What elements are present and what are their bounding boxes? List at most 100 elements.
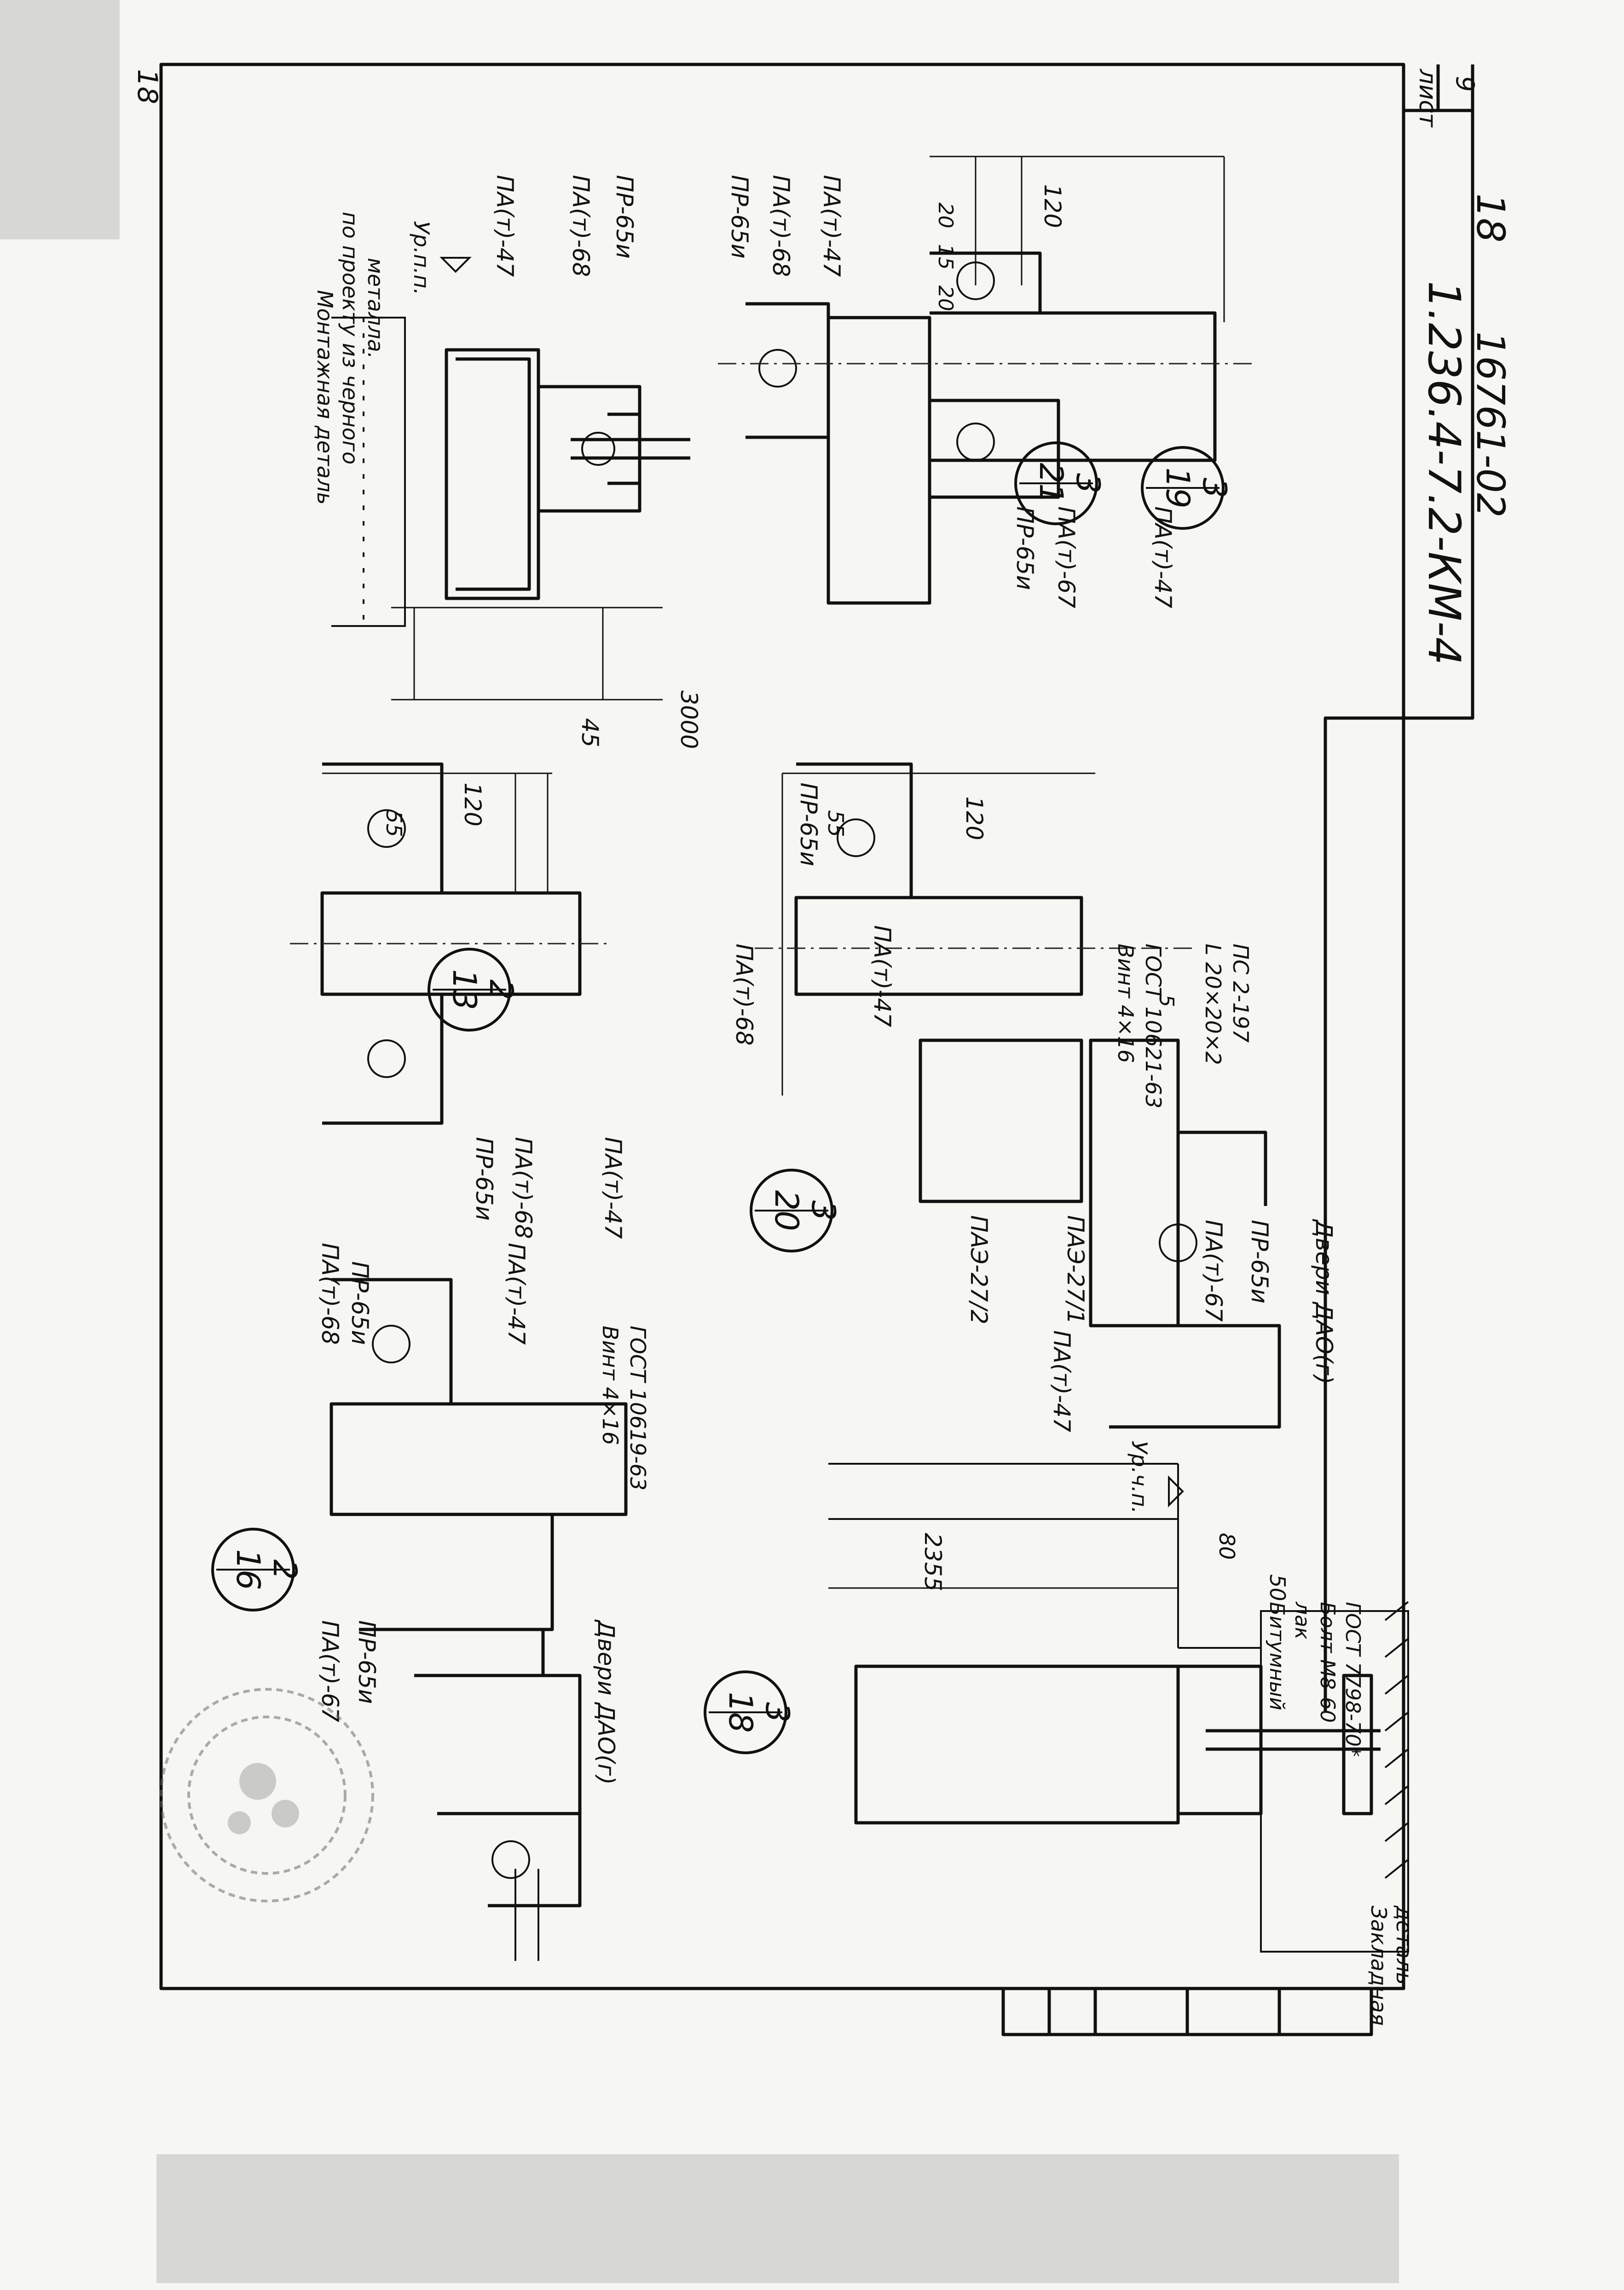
label-door-n20: Двери ДАО(г) [1311, 1219, 1337, 1384]
label-pa68-n16: ПА(т)-68 [317, 1243, 343, 1345]
anchor-bolt [1206, 1729, 1381, 1751]
dimension-lines [781, 772, 1095, 1096]
label-mounting-detail-1: Монтажная деталь [312, 290, 337, 505]
node-number: 13 [445, 969, 483, 1010]
dim-120-n21: 120 [1039, 184, 1066, 228]
node-bubble [750, 1169, 833, 1252]
profile-pa68-lower [322, 992, 444, 1125]
label-gost-1619: ГОСТ 10619-63 [625, 1326, 650, 1490]
label-pa47-n13: ПА(т)-47 [600, 1137, 626, 1239]
node-sheet: 2 [482, 980, 520, 1000]
label-pa68-n13: ПА(т)-68 [510, 1137, 537, 1239]
sheet-designation: 1.236.4-7.2-КМ-4 [1418, 281, 1470, 665]
label-pr65-n20b: ПР-65и [1246, 1220, 1273, 1304]
label-mounting-detail-3: металла. [363, 258, 388, 359]
label-angle: L 20×20×2 [1201, 944, 1225, 1065]
dim-50: 50 [1265, 1574, 1290, 1601]
dim-15: 15 [934, 244, 957, 270]
glass-edge [571, 438, 690, 460]
label-pa67-n16: ПА(т)-67 [317, 1620, 343, 1722]
door-frame [1109, 1324, 1281, 1429]
label-pr65-n13: ПР-65и [471, 1137, 497, 1221]
glass-edge [828, 1463, 1178, 1520]
node-18-3: 18 3 [704, 1463, 1409, 1953]
dim-45: 45 [577, 718, 603, 748]
door-glazing [488, 1812, 582, 1907]
seal-profile [367, 1039, 406, 1078]
label-pr65-n21a: ПР-65и [726, 175, 753, 259]
profile-pa47 [320, 891, 582, 996]
level-mark [439, 257, 472, 273]
dim-20-a: 20 [934, 203, 957, 228]
label-pr65-n16a: ПР-65и [347, 1261, 373, 1345]
label-pa47-n19: ПА(т)-47 [491, 175, 518, 277]
list-number: 9 [1451, 76, 1480, 92]
profile-pa47 [329, 1402, 628, 1516]
node-20-3: 20 3 [750, 762, 1281, 1429]
label-pa47-n20a: ПА(т)-47 [869, 925, 896, 1027]
seal-profile [758, 349, 797, 388]
node-16-2: 16 2 [211, 1278, 628, 1961]
dim-2355: 2355 [919, 1533, 946, 1591]
dimension-lines [930, 156, 1225, 322]
dim-20-b: 20 [934, 285, 957, 311]
node-bubble [1141, 446, 1225, 530]
scan-shadow [0, 0, 120, 239]
label-pr65-n16b: ПР-65и [353, 1620, 380, 1704]
node-number: 18 [722, 1692, 759, 1733]
label-screw-1063: Винт 4×16 [1113, 944, 1138, 1063]
label-level-upp: Ур.п.п. [409, 221, 434, 295]
node-number: 19 [1159, 467, 1196, 508]
node-sheet: 2 [266, 1560, 304, 1580]
seal-profile [372, 1325, 410, 1363]
list-label: лист [1414, 69, 1441, 128]
glass-edge [514, 1869, 539, 1961]
profile-clip [930, 251, 1042, 313]
profile-pa67 [930, 399, 1060, 499]
label-pa68-n21: ПА(т)-68 [768, 175, 794, 277]
faded-stamp [160, 1688, 374, 1902]
label-pae271: ПАЭ-27/1 [1062, 1215, 1089, 1324]
dim-5: 5 [1155, 994, 1178, 1007]
node-bubble [704, 1670, 787, 1754]
label-pae272: ПАЭ-27/2 [965, 1215, 992, 1324]
label-gost-1063: ГОСТ 10621-63 [1141, 944, 1166, 1108]
node-sheet: 3 [758, 1702, 796, 1723]
base-profile [1178, 1664, 1263, 1815]
label-bitumen-1: Битумный [1265, 1602, 1289, 1710]
label-pa47-n16: ПА(т)-47 [503, 1243, 530, 1345]
label-pr65-n20a: ПР-65и [795, 783, 822, 866]
label-pr65-n21b: ПР-65и [1011, 506, 1038, 590]
label-ps: ПС 2-197 [1228, 944, 1253, 1043]
label-door-n16: Двери ДАО(г) [593, 1619, 619, 1785]
node-13-2: 13 2 [290, 762, 607, 1125]
profile-pa47 [826, 316, 931, 605]
seal-profile [956, 423, 995, 461]
node-number: 16 [229, 1549, 267, 1590]
dimension-lines [391, 607, 663, 701]
corner-number: 18 [131, 69, 163, 104]
angle-ps2 [1178, 1131, 1267, 1206]
label-embed-1: Закладная [1366, 1906, 1391, 2026]
label-level-uchp: Ур.ч.п. [1127, 1441, 1152, 1513]
profile-pa67 [359, 1513, 554, 1631]
dimension-lines [322, 772, 552, 893]
label-pa67-n21: ПА(т)-67 [1053, 506, 1080, 609]
title-block [1323, 64, 1474, 1712]
profile-pa47 [794, 896, 1083, 996]
label-screw-1619: Винт 4×16 [598, 1326, 623, 1445]
concrete-floor [1260, 1610, 1409, 1953]
profile-pa68 [796, 762, 913, 898]
node-bubble [1014, 441, 1098, 525]
node-sheet: 3 [1196, 478, 1233, 499]
floor-edge [1177, 1464, 1261, 1649]
node-21-3: 21 3 [718, 156, 1252, 605]
ground-hatch [1384, 1601, 1409, 1879]
scan-shadow [156, 2154, 1399, 2283]
profile-pa68 [746, 302, 830, 439]
page-number: 18 [1468, 193, 1513, 243]
node-bubble [428, 948, 511, 1032]
level-mark [1168, 1475, 1184, 1507]
